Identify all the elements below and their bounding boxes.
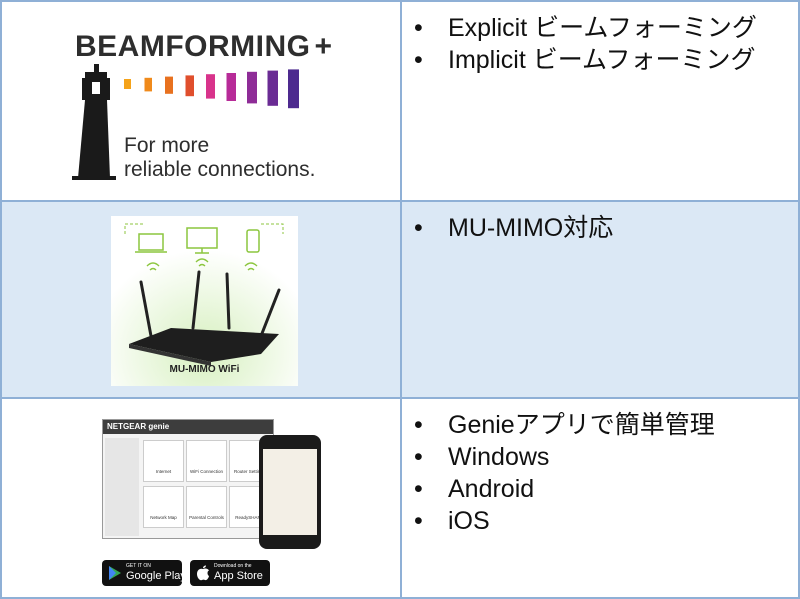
router-devices-illustration: [111, 216, 298, 386]
phone-icon: [246, 229, 260, 253]
laptop-icon: [135, 233, 167, 253]
beam-bars: [124, 69, 299, 109]
beam-bar: [288, 69, 299, 109]
beam-bar: [144, 77, 152, 92]
smartphone-icon: [259, 435, 321, 549]
bullet-item: •Explicit ビームフォーミング: [414, 14, 757, 42]
beam-bar: [267, 70, 278, 106]
genie-sidebar: [105, 438, 139, 536]
bullet-item: •Windows: [414, 443, 550, 471]
beam-bar: [226, 73, 236, 101]
genie-tile: WiFi Connection: [186, 440, 227, 482]
bullet-item: •Genieアプリで簡単管理: [414, 411, 715, 439]
bullet-item: •Implicit ビームフォーミング: [414, 46, 756, 74]
row-beamforming: BEAMFORMING+ For more reliable connectio…: [0, 0, 800, 202]
genie-image-cell: NETGEAR genie Internet WiFi Connection R…: [2, 399, 400, 597]
row-genie: NETGEAR genie Internet WiFi Connection R…: [0, 399, 800, 599]
beamforming-bullet-list: •Explicit ビームフォーミング •Implicit ビームフォーミング: [414, 12, 757, 76]
beam-bar: [206, 74, 215, 99]
mu-mimo-features-cell: •MU-MIMO対応: [400, 202, 798, 397]
genie-tile: Internet: [143, 440, 184, 482]
row-mu-mimo: MU-MIMO WiFi •MU-MIMO対応: [0, 202, 800, 399]
beamforming-logo-cell: BEAMFORMING+ For more reliable connectio…: [2, 2, 400, 200]
genie-bullet-list: •Genieアプリで簡単管理 •Windows •Android •iOS: [414, 409, 715, 537]
app-store-big-text: App Store: [214, 570, 263, 582]
monitor-icon: [186, 227, 218, 254]
genie-tile: Network Map: [143, 486, 184, 528]
bullet-item: •Android: [414, 475, 535, 503]
mu-mimo-image-cell: MU-MIMO WiFi: [2, 202, 400, 397]
genie-features-cell: •Genieアプリで簡単管理 •Windows •Android •iOS: [400, 399, 798, 597]
bullet-item: •iOS: [414, 507, 490, 535]
app-store-small-text: Download on the: [214, 563, 252, 569]
beamforming-logo-title: BEAMFORMING+: [75, 30, 333, 63]
google-play-small-text: GET IT ON: [126, 563, 151, 569]
beam-bar: [165, 76, 173, 94]
lighthouse-icon: [72, 64, 299, 180]
app-store-badge[interactable]: Download on the App Store: [190, 560, 270, 586]
mu-mimo-illustration: MU-MIMO WiFi: [111, 216, 298, 386]
beam-bar: [124, 79, 131, 89]
mu-mimo-bullet-list: •MU-MIMO対応: [414, 212, 613, 244]
mu-mimo-caption: MU-MIMO WiFi: [169, 364, 240, 375]
beamforming-features-cell: •Explicit ビームフォーミング •Implicit ビームフォーミング: [400, 2, 798, 200]
beam-bar: [247, 71, 257, 104]
beam-bar: [185, 75, 194, 97]
google-play-big-text: Google Play: [126, 570, 186, 582]
phone-screen: [263, 449, 317, 535]
google-play-icon: [109, 566, 121, 580]
beamforming-tagline-1: For more: [124, 134, 210, 157]
genie-dashboard-screenshot: NETGEAR genie Internet WiFi Connection R…: [102, 419, 274, 539]
google-play-badge[interactable]: GET IT ON Google Play: [102, 560, 186, 586]
genie-tile: Parental Controls: [186, 486, 227, 528]
beamforming-tagline-2: reliable connections.: [124, 158, 316, 181]
apple-icon: [197, 565, 209, 581]
bullet-item: •MU-MIMO対応: [414, 214, 614, 242]
genie-brand: NETGEAR genie: [103, 420, 273, 434]
